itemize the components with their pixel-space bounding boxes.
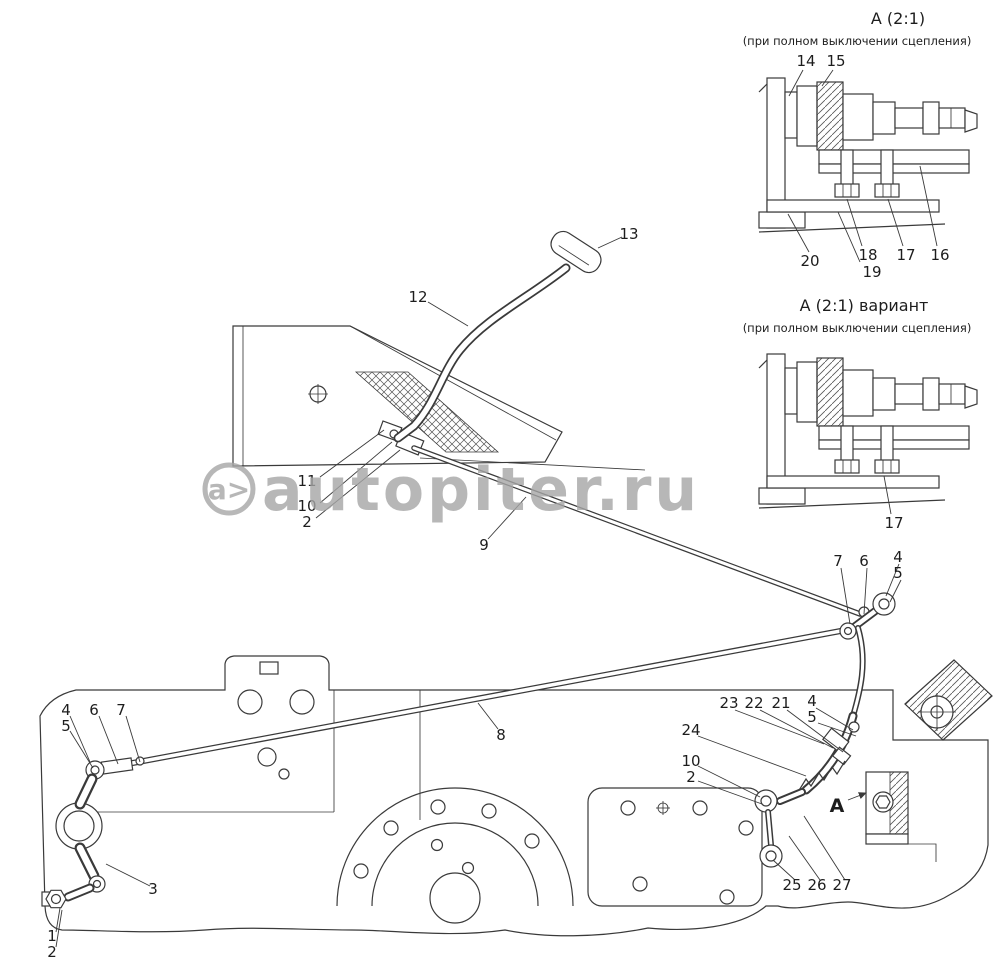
callout-25: 25 [782, 876, 801, 894]
callout-26: 26 [807, 876, 826, 894]
callout-15: 15 [826, 52, 845, 70]
watermark: а> autopiter.ru [202, 455, 700, 525]
callout-22: 22 [744, 694, 763, 712]
gearbox-housing [39, 655, 989, 937]
section-marker-a: А [830, 795, 845, 817]
callout-5-fork: 5 [807, 708, 817, 726]
callout-11: 11 [297, 472, 316, 490]
callout-17: 17 [896, 246, 915, 264]
release-fork-assembly [754, 592, 896, 868]
callout-12: 12 [408, 288, 427, 306]
leader-lines [55, 236, 902, 948]
callout-20: 20 [800, 252, 819, 270]
callout-24: 24 [681, 721, 700, 739]
callout-14: 14 [796, 52, 815, 70]
callout-1: 1 [47, 927, 57, 945]
detail-a-variant-subtitle: (при полном выключении сцепления) [743, 321, 972, 335]
callout-23: 23 [719, 694, 738, 712]
callout-6-left: 6 [89, 701, 99, 719]
watermark-logo: а> [208, 473, 250, 506]
callout-4-right: 4 [893, 548, 903, 566]
detail-a-subtitle: (при полном выключении сцепления) [743, 34, 972, 48]
pedal-bracket [232, 325, 646, 471]
clutch-pedal-arm [393, 263, 571, 443]
callout-5-right: 5 [893, 564, 903, 582]
callout-3: 3 [148, 880, 158, 898]
detail-view-a: А (2:1) (при полном выключении сцепления… [743, 9, 978, 281]
detail-view-a-variant: А (2:1) вариант (при полном выключении с… [743, 296, 978, 532]
callout-8: 8 [496, 726, 506, 744]
main-view: 13 12 11 10 2 9 8 7 6 4 5 4 5 6 7 3 1 2 … [39, 225, 993, 961]
detail-a-title: А (2:1) [871, 9, 925, 28]
return-spring [797, 760, 846, 793]
callout-27: 27 [832, 876, 851, 894]
callout-7-right: 7 [833, 552, 843, 570]
callout-13: 13 [619, 225, 638, 243]
rod-8 [100, 627, 849, 775]
callout-9: 9 [479, 536, 489, 554]
callout-2-upper: 2 [302, 513, 312, 531]
callout-7-left: 7 [116, 701, 126, 719]
watermark-logo-circle [202, 462, 256, 516]
pedal-pad [550, 230, 602, 274]
right-bracket [865, 659, 993, 862]
detail-a-variant-title: А (2:1) вариант [800, 296, 929, 315]
callout-4-left: 4 [61, 701, 71, 719]
callout-5-left: 5 [61, 717, 71, 735]
callout-2-bottom: 2 [47, 943, 57, 961]
callout-18: 18 [858, 246, 877, 264]
left-bellcrank-lever [41, 760, 106, 909]
callout-6-right: 6 [859, 552, 869, 570]
watermark-text: autopiter.ru [262, 455, 700, 525]
callout-16: 16 [930, 246, 949, 264]
main-callouts: 13 12 11 10 2 9 8 7 6 4 5 4 5 6 7 3 1 2 … [47, 225, 903, 961]
callout-10-upper: 10 [297, 497, 316, 515]
callout-19: 19 [862, 263, 881, 281]
callout-17-variant: 17 [884, 514, 903, 532]
callout-21: 21 [771, 694, 790, 712]
callout-10-lower: 10 [681, 752, 700, 770]
side-plate [587, 787, 763, 907]
callout-4-fork: 4 [807, 692, 817, 710]
flywheel-housing [336, 787, 574, 924]
callout-2-lower: 2 [686, 768, 696, 786]
